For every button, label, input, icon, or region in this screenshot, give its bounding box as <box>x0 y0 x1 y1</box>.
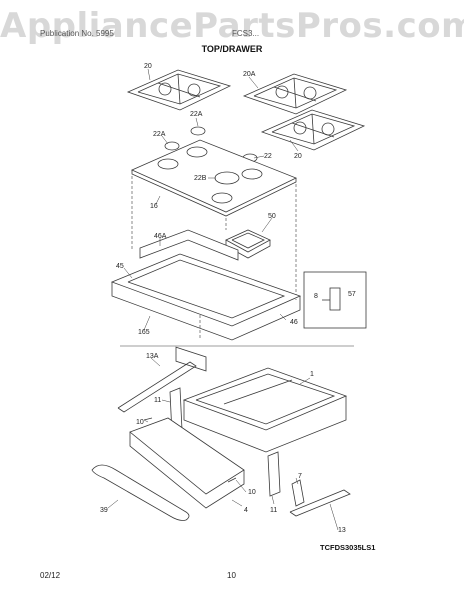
publication-label: Publication No. 5995 <box>40 29 114 38</box>
grate-right-upper[interactable] <box>242 73 348 115</box>
drawer-rail-13[interactable] <box>289 489 351 517</box>
callout-20a: 20A <box>243 71 256 78</box>
drawer-bracket-right[interactable] <box>267 451 281 497</box>
drip-bowl[interactable] <box>225 229 271 259</box>
callout-22a-left: 22A <box>153 131 166 138</box>
callout-22b: 22B <box>194 175 207 182</box>
callout-20-left: 20 <box>144 63 152 70</box>
inset-detail <box>303 271 367 329</box>
callout-20-right: 20 <box>294 153 302 160</box>
callout-7: 7 <box>298 473 302 480</box>
model-label: FCS3... <box>232 29 260 38</box>
callout-39: 39 <box>100 507 108 514</box>
callout-13: 13 <box>338 527 346 534</box>
grate-right-lower[interactable] <box>260 109 366 151</box>
drawer-handle[interactable] <box>91 464 190 521</box>
drawer-rail-13a[interactable] <box>117 361 197 413</box>
callout-50: 50 <box>268 213 276 220</box>
callout-46a: 46A <box>154 233 167 240</box>
drawer-front[interactable] <box>129 417 245 509</box>
callout-22a-top: 22A <box>190 111 203 118</box>
callout-11-right: 11 <box>270 507 277 514</box>
callout-11-left: 11 <box>154 397 161 404</box>
callout-45: 45 <box>116 263 124 270</box>
callout-10-left: 10 <box>136 419 144 426</box>
callout-1: 1 <box>310 371 314 378</box>
drawer-body[interactable] <box>182 367 348 453</box>
callout-165: 165 <box>138 329 150 336</box>
footer-date: 02/12 <box>40 571 61 580</box>
footer-page-number: 10 <box>227 571 236 580</box>
callout-13a: 13A <box>146 353 159 360</box>
callout-4: 4 <box>244 507 248 514</box>
callout-46: 46 <box>290 319 298 326</box>
callout-16: 16 <box>150 203 158 210</box>
callout-10-right: 10 <box>248 489 256 496</box>
callout-57: 57 <box>348 291 356 298</box>
callout-22: 22 <box>264 153 272 160</box>
rear-panel[interactable] <box>139 229 239 261</box>
section-title: TOP/DRAWER <box>201 44 263 54</box>
model-code: TCFDS3035LS1 <box>320 543 376 552</box>
callout-8: 8 <box>314 293 318 300</box>
cooktop[interactable] <box>131 139 297 217</box>
burner-box[interactable] <box>110 253 302 372</box>
grate-left[interactable] <box>126 69 232 111</box>
leader-lines <box>107 68 339 531</box>
screws[interactable] <box>143 417 237 483</box>
